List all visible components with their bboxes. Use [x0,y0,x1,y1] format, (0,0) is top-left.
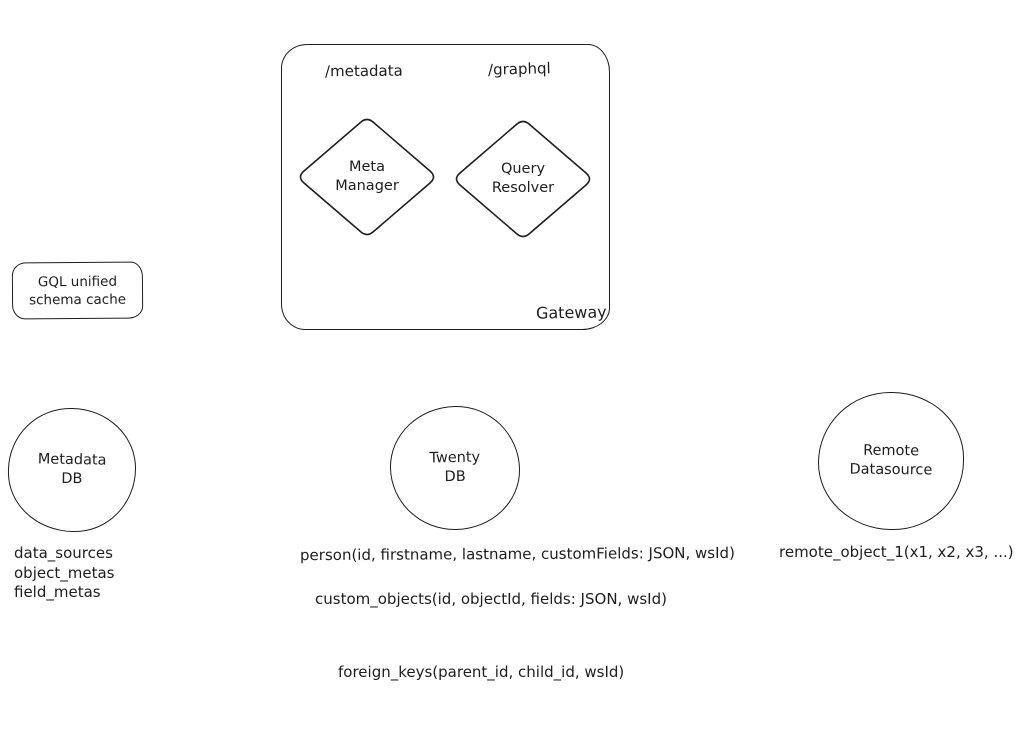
diamond-shape [299,118,435,236]
metadata-db-node: Metadata DB [6,406,138,534]
query-resolver-node: Query Resolver [449,115,597,243]
meta-manager-label: Meta Manager [335,159,399,194]
table-def-remote-object: remote_object_1(x1, x2, x3, ...) [779,543,1014,561]
table-def-person: person(id, firstname, lastname, customFi… [299,543,735,565]
gql-schema-cache-node: GQL unified schema cache [11,261,144,320]
table-name-data-sources: data_sources [14,544,113,562]
route-metadata-label: /metadata [324,61,403,81]
query-resolver-label: Query Resolver [491,161,555,196]
metadata-db-tables: data_sources object_metas field_metas [14,544,114,603]
table-name-field-metas: field_metas [14,583,101,601]
meta-manager-node: Meta Manager [293,113,441,241]
gateway-container-box [281,44,610,330]
table-name-object-metas: object_metas [14,563,115,582]
table-def-foreign-keys: foreign_keys(parent_id, child_id, wsId) [338,663,625,681]
gateway-label: Gateway [535,302,607,323]
diamond-shape [455,120,591,238]
remote-datasource-node: Remote Datasource [817,391,965,531]
table-def-custom-objects: custom_objects(id, objectId, fields: JSO… [315,590,667,608]
twenty-db-node: Twenty DB [388,404,522,532]
route-graphql-label: /graphql [487,59,551,79]
